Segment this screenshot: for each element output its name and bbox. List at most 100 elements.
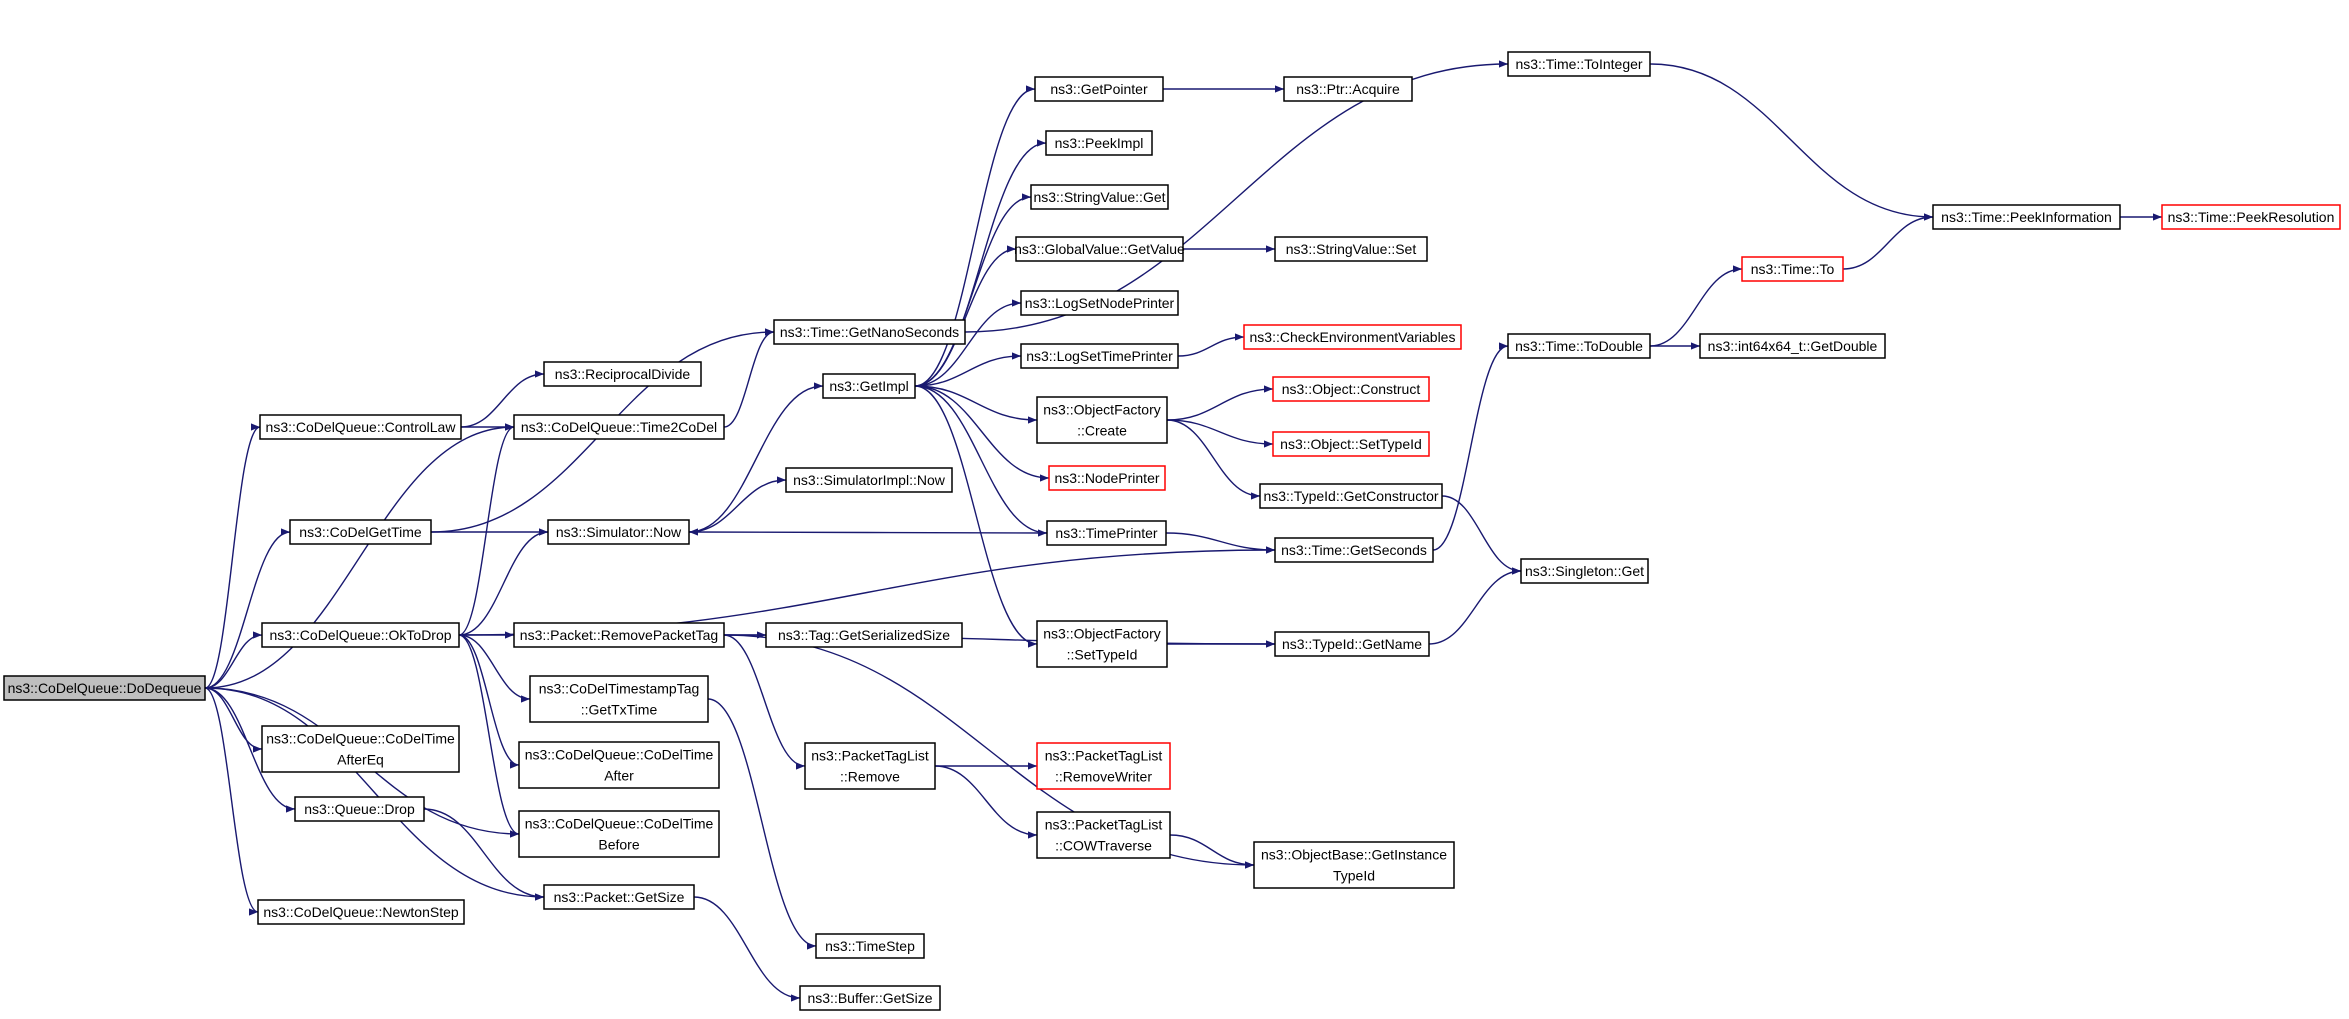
node-dodequeue[interactable]: ns3::CoDelQueue::DoDequeue [3,675,206,701]
edge-getimpl-to-gvgetvalue [914,245,1017,387]
edge-getimpl-to-strvalget [914,193,1032,387]
node-box [1741,256,1844,282]
node-box [543,884,695,910]
node-strvalget[interactable]: ns3::StringValue::Get [1030,184,1169,210]
node-box [804,742,936,790]
node-timestep[interactable]: ns3::TimeStep [815,933,925,959]
node-removepkttag[interactable]: ns3::Packet::RemovePacketTag [513,622,725,648]
node-box [261,725,460,773]
node-box [1274,631,1430,657]
edge-dodequeue-to-codelgettime [204,528,291,689]
node-label: AfterEq [337,752,384,768]
node-okdrop[interactable]: ns3::CoDelQueue::OkToDrop [261,622,460,648]
node-int64double[interactable]: ns3::int64x64_t::GetDouble [1699,333,1886,359]
edge-timeprinter-to-simnow [688,528,1048,536]
edge-getimpl-to-ofsettypeid [914,385,1038,648]
node-box [289,519,432,545]
node-timeprinter[interactable]: ns3::TimePrinter [1046,520,1167,546]
node-toint[interactable]: ns3::Time::ToInteger [1507,51,1651,77]
node-getseconds[interactable]: ns3::Time::GetSeconds [1274,537,1434,563]
node-codelgettime[interactable]: ns3::CoDelGetTime [289,519,432,545]
edge-pktsize-to-bufsize [693,896,801,1002]
node-box [2161,204,2341,230]
node-label: ns3::ObjectFactory [1043,626,1161,642]
node-ptlremovewriter[interactable]: ns3::PacketTagList::RemoveWriter [1036,742,1171,790]
node-getnano[interactable]: ns3::Time::GetNanoSeconds [773,319,966,345]
edge-okdrop-to-time2codel [458,423,515,636]
node-lognodeprinter[interactable]: ns3::LogSetNodePrinter [1020,290,1179,316]
node-checkenv[interactable]: ns3::CheckEnvironmentVariables [1243,324,1462,350]
node-box [799,985,941,1011]
node-ptlcow[interactable]: ns3::PacketTagList::COWTraverse [1036,811,1171,859]
node-todouble[interactable]: ns3::Time::ToDouble [1507,333,1651,359]
node-label: ns3::Packet::GetSize [554,889,685,905]
node-timestamptag[interactable]: ns3::CoDelTimestampTag::GetTxTime [529,675,709,723]
node-box [1274,537,1434,563]
node-reciprocal[interactable]: ns3::ReciprocalDivide [543,361,702,387]
node-ofsettypeid[interactable]: ns3::ObjectFactory::SetTypeId [1036,620,1168,668]
node-label: ns3::ObjectBase::GetInstance [1261,847,1447,863]
node-label: ns3::Time::To [1751,261,1835,277]
node-label: ns3::Singleton::Get [1525,563,1644,579]
node-box [1253,841,1455,889]
node-box [518,741,720,789]
node-box [1034,76,1164,102]
edge-timeto-to-peekinfo [1842,213,1934,270]
node-nodeprinter[interactable]: ns3::NodePrinter [1048,465,1166,491]
node-box [1036,620,1168,668]
node-qdrop[interactable]: ns3::Queue::Drop [294,796,425,822]
node-box [815,933,925,959]
node-box [822,373,916,399]
node-label: ns3::int64x64_t::GetDouble [1708,338,1878,354]
node-label: ::Remove [840,769,900,785]
call-edges [204,60,2162,1002]
node-label: ns3::StringValue::Get [1033,189,1165,205]
node-simimplnow[interactable]: ns3::SimulatorImpl::Now [785,467,953,493]
node-box [1045,130,1153,156]
node-getimpl[interactable]: ns3::GetImpl [822,373,916,399]
edge-dodequeue-to-okdrop [204,631,263,689]
node-peekinfo[interactable]: ns3::Time::PeekInformation [1932,204,2121,230]
edge-dodequeue-to-qdrop [204,687,296,813]
node-objconstruct[interactable]: ns3::Object::Construct [1272,376,1430,402]
node-ptlremove[interactable]: ns3::PacketTagList::Remove [804,742,936,790]
node-ptracquire[interactable]: ns3::Ptr::Acquire [1283,76,1413,102]
edge-getimpl-to-nodeprinter [914,385,1050,482]
edge-dodequeue-to-pktsize [204,687,545,901]
node-controllaw[interactable]: ns3::CoDelQueue::ControlLaw [259,414,462,440]
node-peekimpl[interactable]: ns3::PeekImpl [1045,130,1153,156]
node-box [1507,51,1651,77]
node-label: ns3::CheckEnvironmentVariables [1250,329,1456,345]
node-box [1036,396,1168,444]
node-typeidgetctor[interactable]: ns3::TypeId::GetConstructor [1259,483,1443,509]
node-bufsize[interactable]: ns3::Buffer::GetSize [799,985,941,1011]
edge-time2codel-to-getnano [723,328,775,428]
node-label: ns3::Queue::Drop [304,801,415,817]
node-tagsize[interactable]: ns3::Tag::GetSerializedSize [765,622,963,648]
node-box [1274,236,1428,262]
node-label: ns3::CoDelQueue::OkToDrop [269,627,451,643]
node-logtimeprinter[interactable]: ns3::LogSetTimePrinter [1020,343,1179,369]
node-label: ns3::CoDelQueue::CoDelTime [266,731,455,747]
node-getpointer[interactable]: ns3::GetPointer [1034,76,1164,102]
edge-getimpl-to-lognodeprinter [914,299,1022,387]
node-peekres[interactable]: ns3::Time::PeekResolution [2161,204,2341,230]
node-timeto[interactable]: ns3::Time::To [1741,256,1844,282]
node-pktsize[interactable]: ns3::Packet::GetSize [543,884,695,910]
node-simnow[interactable]: ns3::Simulator::Now [547,519,690,545]
node-label: ns3::ObjectFactory [1043,402,1161,418]
node-newton[interactable]: ns3::CoDelQueue::NewtonStep [257,899,465,925]
node-label: ns3::TimeStep [825,938,915,954]
node-gvgetvalue[interactable]: ns3::GlobalValue::GetValue [1014,236,1185,262]
node-box [1036,811,1171,859]
node-ofcreate[interactable]: ns3::ObjectFactory::Create [1036,396,1168,444]
node-singleton[interactable]: ns3::Singleton::Get [1520,558,1649,584]
node-strvalset[interactable]: ns3::StringValue::Set [1274,236,1428,262]
node-time2codel[interactable]: ns3::CoDelQueue::Time2CoDel [513,414,725,440]
node-typeidgetname[interactable]: ns3::TypeId::GetName [1274,631,1430,657]
node-objsettypeid[interactable]: ns3::Object::SetTypeId [1272,431,1430,457]
